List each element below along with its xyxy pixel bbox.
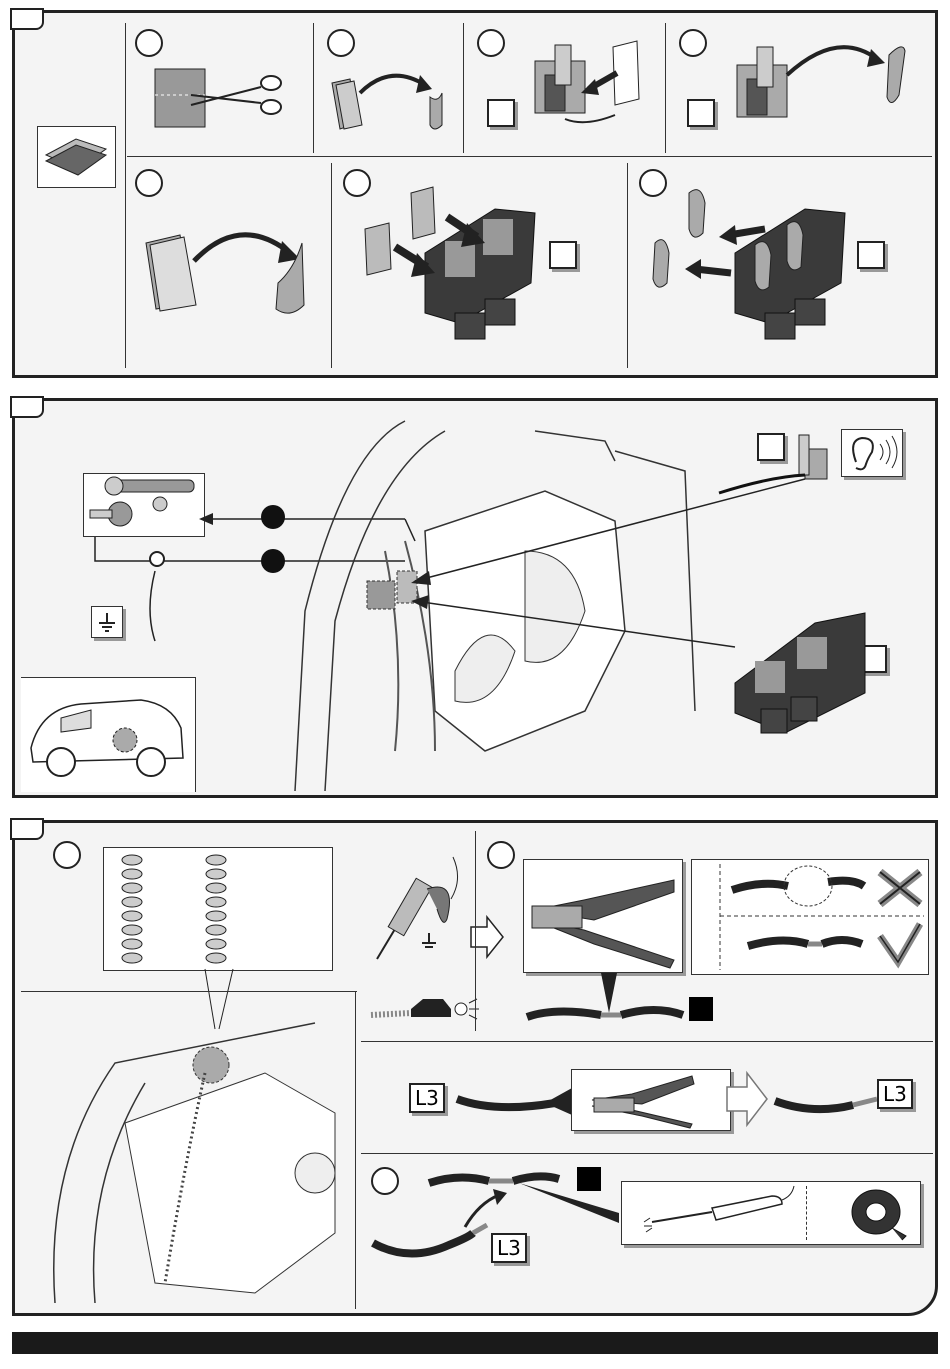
step-1c-circle [477, 29, 505, 57]
ear-sound-box [841, 429, 903, 477]
test-lamp-icon [367, 849, 477, 969]
step-1d-circle [679, 29, 707, 57]
step-2-panel [12, 398, 938, 798]
car-rear-icon [21, 678, 195, 792]
soldering-iron-icon [622, 1182, 802, 1242]
control-module-peel-icon [645, 173, 865, 363]
next-arrow-icon-2 [723, 1069, 773, 1129]
stripped-wire-icon [773, 1083, 883, 1123]
checkbox-1d [687, 99, 715, 127]
strip-tool-icon [572, 1070, 730, 1130]
wire-label-l3-b: L3 [877, 1079, 913, 1109]
step-1b-circle [327, 29, 355, 57]
crimp-tool-box [523, 859, 683, 973]
strip-tool-box [571, 1069, 731, 1131]
crimped-wire-icon [525, 1001, 685, 1031]
scissors-icon [151, 65, 301, 135]
relay-icon [525, 35, 655, 135]
step-3b-circle [487, 841, 515, 869]
black-box-1 [689, 997, 713, 1021]
step-1a-circle [135, 29, 163, 57]
step-3a-circle [53, 841, 81, 869]
next-arrow-icon [467, 913, 507, 963]
cross-icon [876, 868, 924, 908]
step-3-panel: L3 L3 L3 [12, 820, 938, 1316]
ground-symbol-icon [91, 606, 123, 638]
control-module-icon [355, 173, 555, 363]
step-1-panel [12, 10, 938, 378]
relay-small-icon [709, 429, 829, 499]
step-3-tab [10, 818, 44, 840]
peel-large-icon [140, 213, 320, 333]
trunk-interior-icon [35, 1003, 355, 1303]
connector-chart-icon [104, 848, 332, 970]
control-module-large-icon [725, 583, 875, 743]
crimp-tool-icon [524, 860, 682, 972]
peel-film-icon [330, 63, 460, 143]
car-light-icon [371, 989, 481, 1029]
check-icon [876, 922, 924, 966]
tape-roll-icon [832, 1182, 912, 1242]
connector-chart-box [103, 847, 333, 971]
ear-sound-icon [842, 430, 902, 476]
wire-label-l3-a: L3 [409, 1083, 445, 1113]
step-1e-circle [135, 169, 163, 197]
step-2-tab [10, 396, 44, 418]
footer-bar [12, 1332, 938, 1354]
relay-peel-icon [727, 35, 917, 135]
wire-label-l3-c: L3 [491, 1233, 527, 1263]
black-box-2 [577, 1167, 601, 1191]
pads-icon-box [37, 126, 116, 188]
solder-tape-box [621, 1181, 921, 1245]
join-wire-icon [369, 1163, 579, 1273]
checkbox-1c [487, 99, 515, 127]
pads-icon [38, 127, 115, 187]
good-bad-splice-box [691, 859, 929, 975]
step-1-tab [10, 8, 44, 30]
car-inset-box [21, 677, 196, 792]
